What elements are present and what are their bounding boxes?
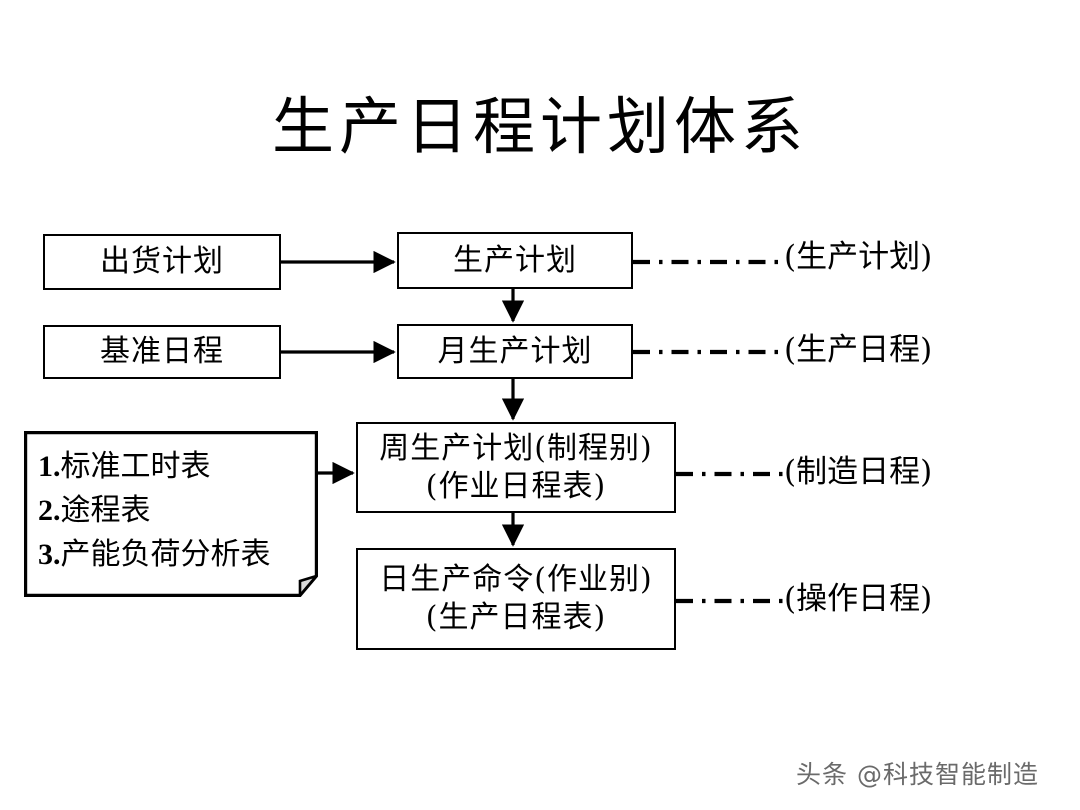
list-item: 2.途程表 (38, 489, 314, 533)
node-daily-production-order[interactable]: 日生产命令(作业别) (生产日程表) (356, 548, 676, 650)
list-item: 3.产能负荷分析表 (38, 533, 314, 577)
node-shipping-plan[interactable]: 出货计划 (43, 234, 281, 290)
list-item-number: 3. (38, 538, 61, 571)
node-daily-production-order-line2: (生产日程表) (425, 600, 607, 635)
list-item-number: 1. (38, 450, 61, 483)
list-item-label: 产能负荷分析表 (60, 537, 271, 572)
node-daily-production-order-line1: 日生产命令(作业别) (379, 562, 653, 597)
node-weekly-production-plan-line1: 周生产计划(制程别) (379, 430, 653, 466)
list-item-number: 2. (38, 494, 61, 527)
node-base-schedule-label: 基准日程 (100, 334, 224, 369)
document-shape-icon (24, 431, 318, 597)
node-monthly-production-plan-label: 月生产计划 (437, 333, 593, 369)
node-standards-document[interactable]: 1.标准工时表 2.途程表 3.产能负荷分析表 (24, 431, 318, 597)
page-title: 生产日程计划体系 (271, 90, 808, 163)
list-item-label: 途程表 (60, 493, 151, 528)
side-label-production-schedule: (生产日程) (784, 332, 933, 368)
list-item-label: 标准工时表 (60, 449, 211, 484)
node-weekly-production-plan[interactable]: 周生产计划(制程别) (作业日程表) (356, 422, 676, 513)
side-label-production-plan: (生产计划) (784, 239, 933, 275)
node-monthly-production-plan[interactable]: 月生产计划 (397, 324, 633, 379)
node-production-plan-label: 生产计划 (453, 242, 577, 278)
node-weekly-production-plan-line2: (作业日程表) (425, 468, 607, 504)
side-label-operation-schedule: (操作日程) (784, 581, 933, 617)
node-shipping-plan-label: 出货计划 (100, 244, 224, 279)
watermark: 头条 @科技智能制造 (796, 760, 1039, 789)
side-label-manufacturing-schedule: (制造日程) (784, 454, 933, 490)
node-production-plan[interactable]: 生产计划 (397, 232, 633, 289)
list-item: 1.标准工时表 (38, 445, 314, 489)
standards-document-list: 1.标准工时表 2.途程表 3.产能负荷分析表 (38, 445, 314, 577)
node-base-schedule[interactable]: 基准日程 (43, 325, 281, 379)
